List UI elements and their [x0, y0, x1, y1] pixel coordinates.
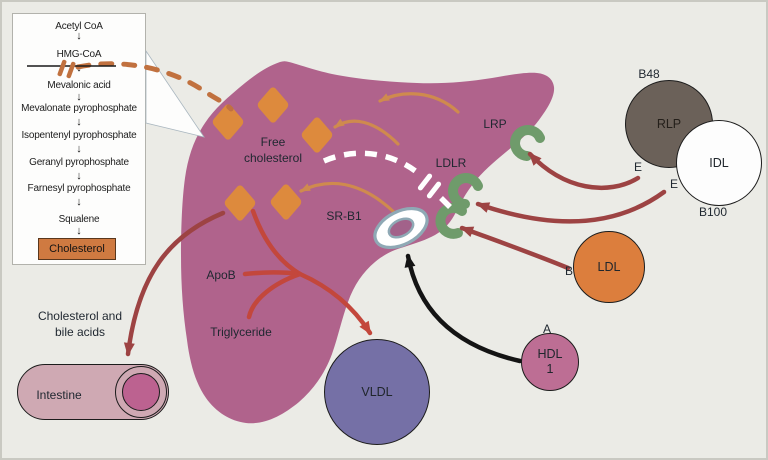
free-cholesterol-diamond — [301, 117, 333, 153]
liver-shape — [181, 61, 555, 424]
pathway-step-acetyl-coa: Acetyl CoA — [55, 21, 103, 32]
ldlr-label: LDLR — [435, 156, 467, 170]
synthesis-break-icon — [57, 59, 76, 79]
free-cholesterol-label: Free cholesterol — [243, 135, 303, 165]
apob-branch-line — [242, 270, 303, 277]
cholesterol-return-arrow — [378, 92, 460, 114]
lrp-receptor-icon — [510, 125, 545, 161]
down-arrow-icon: ↓ — [76, 30, 82, 42]
feedback-break-icon — [417, 173, 442, 199]
down-arrow-icon: ↓ — [76, 170, 82, 182]
ldlr-feedback-dashed-line — [322, 150, 452, 209]
idl-particle: IDL — [676, 120, 762, 206]
cholesterol-product-box: Cholesterol — [38, 238, 116, 260]
pathway-step-mevalonate-pp: Mevalonate pyrophosphate — [21, 103, 137, 114]
free-cholesterol-diamond — [224, 185, 256, 221]
down-arrow-icon: ↓ — [76, 91, 82, 103]
free-cholesterol-diamond — [257, 87, 289, 123]
down-arrow-icon: ↓ — [76, 196, 82, 208]
synthesis-pathway-panel: Acetyl CoA ↓ HMG-CoA ↓ Mevalonic acid ↓ … — [12, 13, 146, 265]
pathway-step-geranyl-pp: Geranyl pyrophosphate — [29, 157, 129, 168]
free-cholesterol-diamond — [212, 104, 244, 140]
triglyceride-label: Triglyceride — [210, 325, 272, 339]
cholesterol-return-arrow — [333, 118, 400, 146]
ldlr-receptor-icon — [448, 173, 483, 209]
down-arrow-icon: ↓ — [76, 116, 82, 128]
triglyceride-branch-line — [246, 271, 303, 320]
hdl-particle: HDL 1 — [521, 333, 579, 391]
ldl-particle: LDL — [573, 231, 645, 303]
pathway-step-isopentenyl-pp: Isopentenyl pyrophosphate — [21, 130, 137, 141]
bile-acid-arrow — [123, 210, 226, 357]
free-cholesterol-diamonds — [212, 87, 333, 221]
pathway-step-farnesyl-pp: Farnesyl pyrophosphate — [27, 183, 131, 194]
pathway-step-mevalonic: Mevalonic acid — [47, 80, 111, 91]
srb1-label: SR-B1 — [326, 209, 362, 223]
apo-b100-label: B100 — [698, 205, 728, 219]
intestine-lumen-icon — [122, 373, 160, 411]
cholesterol-branch-line — [250, 208, 303, 277]
cholesterol-product-label: Cholesterol — [49, 243, 105, 255]
srb1-vesicle-icon — [373, 206, 429, 250]
ldlr-receptor-2-icon — [435, 202, 467, 239]
rlp-uptake-arrow — [527, 151, 641, 191]
bile-route-label: Cholesterol and bile acids — [37, 309, 123, 339]
intestine-label: Intestine — [36, 388, 82, 402]
vldl-particle: VLDL — [324, 339, 430, 445]
apo-b-label: B — [564, 264, 574, 278]
apo-e-idl-label: E — [669, 177, 679, 191]
pathway-step-squalene: Squalene — [58, 214, 100, 225]
down-arrow-icon: ↓ — [76, 143, 82, 155]
vldl-secretion-arrow — [297, 271, 373, 336]
down-arrow-icon: ↓ — [76, 225, 82, 237]
hdl-to-srb1-arrow — [404, 253, 523, 364]
apo-b48-label: B48 — [638, 67, 660, 81]
cholesterol-return-arrow — [299, 181, 397, 215]
ldl-uptake-arrow — [459, 225, 571, 271]
callout-wedge — [145, 49, 205, 138]
synthesis-dashed-line — [75, 61, 234, 112]
apo-e-rlp-label: E — [633, 160, 643, 174]
pathway-step-hmg-coa: HMG-CoA — [56, 49, 102, 60]
free-cholesterol-diamond — [270, 184, 302, 220]
apob-label: ApoB — [206, 268, 236, 282]
lrp-label: LRP — [483, 117, 507, 131]
idl-uptake-arrow — [475, 189, 667, 224]
apo-a-label: A — [542, 322, 552, 336]
